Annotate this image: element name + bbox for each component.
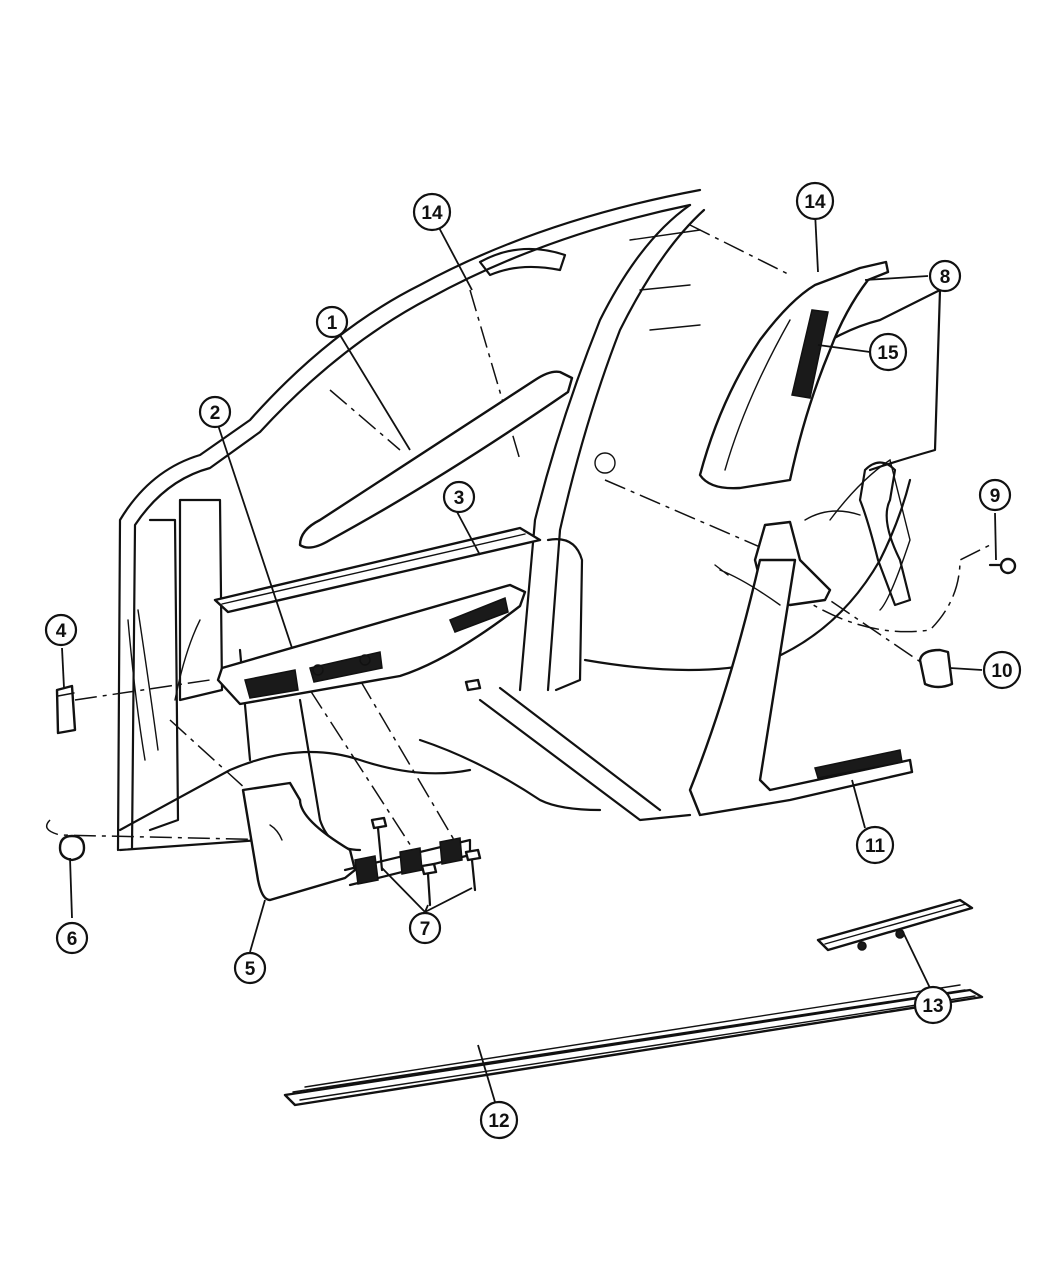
- callout-1: 1: [315, 305, 349, 339]
- svg-text:9: 9: [990, 486, 1001, 507]
- callout-4: 4: [44, 613, 78, 647]
- callout-7: 7: [408, 911, 442, 945]
- vehicle-body-outline: [116, 188, 942, 852]
- svg-text:10: 10: [991, 661, 1012, 682]
- screws-part-7: [370, 678, 482, 907]
- clip-part-4: [55, 684, 77, 735]
- callout-6: 6: [55, 921, 89, 955]
- callout-12: 12: [479, 1100, 519, 1140]
- sill-plate-part-2: [216, 583, 527, 706]
- callout-14-right: 14: [795, 181, 835, 221]
- svg-text:4: 4: [56, 621, 67, 642]
- callout-3: 3: [442, 480, 476, 514]
- callout-8: 8: [928, 259, 962, 293]
- svg-text:6: 6: [67, 929, 78, 950]
- callout-9: 9: [978, 478, 1012, 512]
- callout-14-left: 14: [412, 192, 452, 232]
- svg-text:3: 3: [454, 488, 465, 509]
- callout-2: 2: [198, 395, 232, 429]
- b-pillar-lower-trim-part-11: [688, 520, 914, 817]
- svg-text:15: 15: [877, 343, 899, 364]
- bolt-part-9: [988, 557, 1017, 575]
- belt-adjuster-part-15: [791, 309, 829, 399]
- callout-10: 10: [982, 650, 1022, 690]
- svg-text:12: 12: [488, 1111, 509, 1132]
- push-pin-part-6: [58, 834, 86, 862]
- leader-lines: [61, 211, 997, 1103]
- svg-text:14: 14: [421, 203, 443, 224]
- b-pillar-upper-trim-part-8: [698, 260, 890, 490]
- svg-text:13: 13: [922, 996, 943, 1017]
- svg-text:11: 11: [865, 836, 886, 857]
- cover-cap-part-10: [918, 648, 954, 689]
- sill-plate-long-part-12: [283, 984, 984, 1107]
- callout-11: 11: [855, 825, 895, 865]
- cowl-side-panel-part-5: [241, 781, 472, 902]
- a-pillar-trim-part-1: [298, 370, 574, 549]
- svg-text:14: 14: [804, 192, 826, 213]
- callout-5: 5: [233, 951, 267, 985]
- callout-13: 13: [913, 985, 953, 1025]
- svg-text:8: 8: [940, 267, 951, 288]
- callout-15: 15: [868, 332, 908, 372]
- svg-text:2: 2: [210, 403, 221, 424]
- svg-text:5: 5: [245, 959, 256, 980]
- svg-text:7: 7: [420, 919, 431, 940]
- sill-plate-short-part-13: [816, 898, 974, 952]
- svg-text:1: 1: [327, 313, 338, 334]
